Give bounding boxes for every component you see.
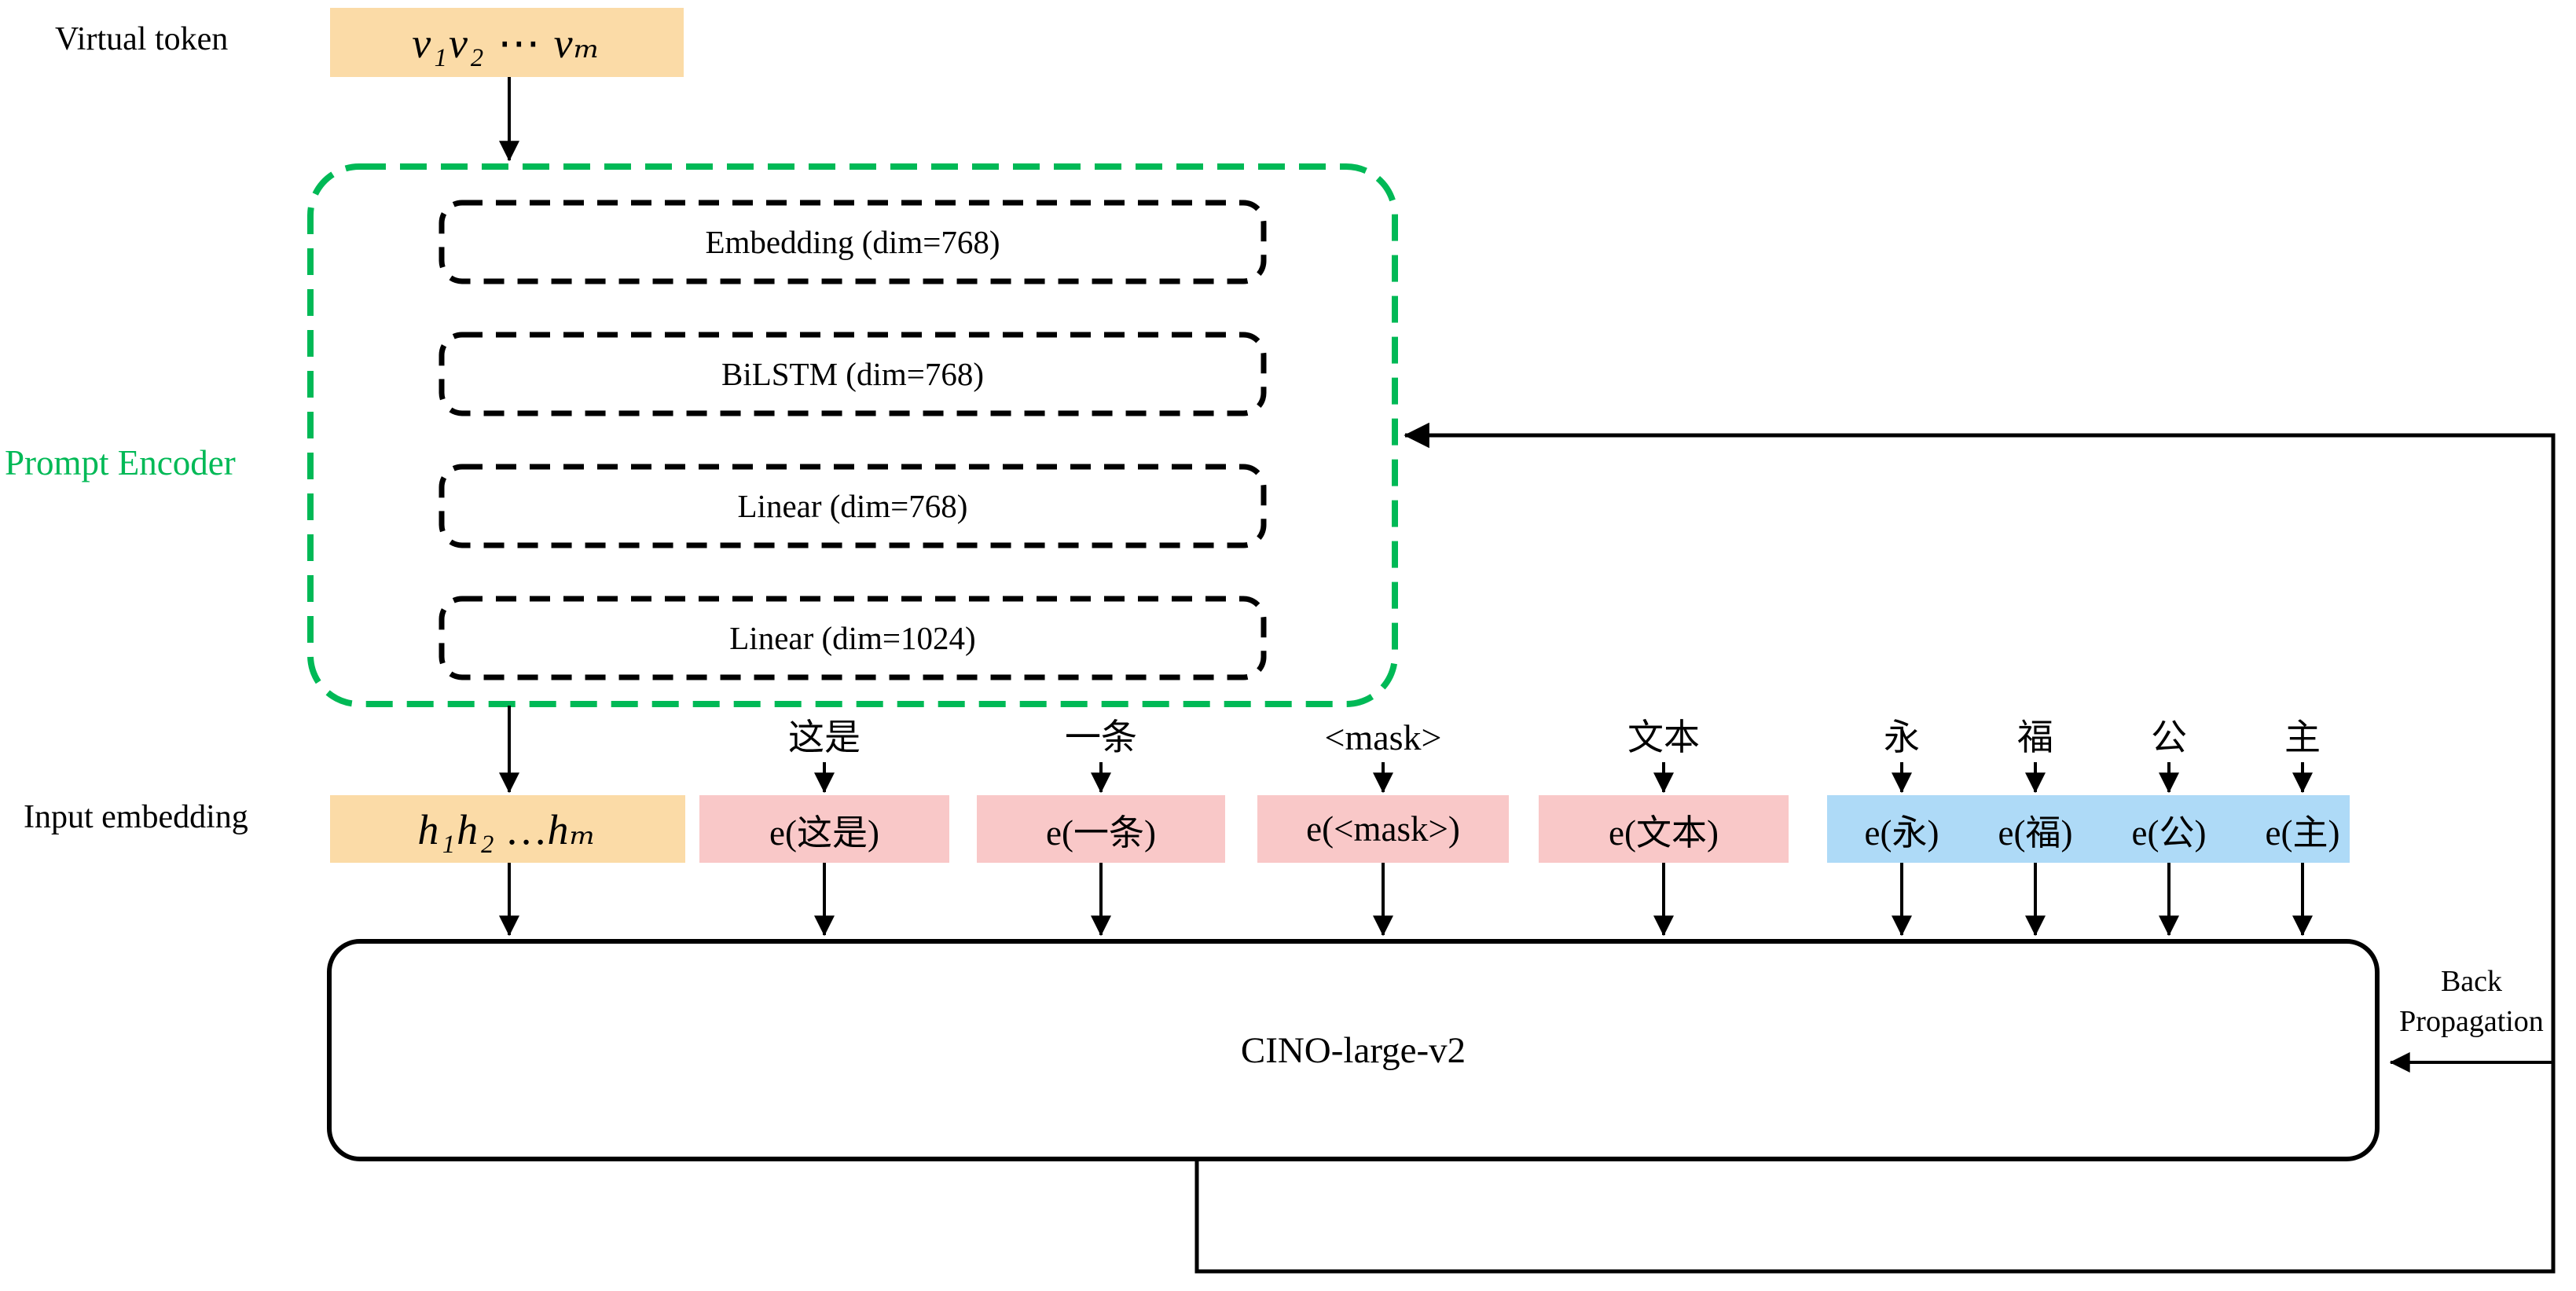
prompt-encoder-title: Prompt Encoder [5,443,236,482]
token-embedding-box-1: e(这是) [699,795,949,863]
bilstm-layer-label: BiLSTM (dim=768) [721,356,985,392]
token-embedding-box-3: e(<mask>) [1257,795,1509,863]
label-embedding-2: e(福) [1998,812,2073,853]
back-propagation-label: Back Propagation [2399,965,2544,1039]
virtual-token-box: v₁v₂ ⋯ vₘ [330,8,684,77]
token-embedding-box-2: e(一条) [977,795,1225,863]
token-label-4: 文本 [1627,717,1700,757]
embedding-layer-label: Embedding (dim=768) [705,224,1000,260]
label-embedding-4: e(主) [2265,812,2340,853]
hidden-embedding-box: h₁h₂ …hₘ [330,795,685,863]
token-embedding-box-4: e(文本) [1539,795,1789,863]
label-embedding-3: e(公) [2131,812,2207,853]
token-label-1: 这是 [788,717,861,757]
label-embedding-box [1827,795,2350,863]
label-token-1: 永 [1884,717,1920,757]
label-embedding-1: e(永) [1864,812,1939,853]
label-token-2: 福 [2017,717,2053,757]
input-embedding-label: Input embedding [24,799,248,835]
label-token-3: 公 [2151,717,2187,757]
token-label-3: <mask> [1324,717,1442,757]
model-box: CINO-large-v2 [327,939,2380,1161]
label-token-4: 主 [2284,717,2321,757]
model-name: CINO-large-v2 [1240,1029,1466,1071]
virtual-token-label: Virtual token [55,21,229,57]
token-label-2: 一条 [1065,717,1137,757]
linear1024-layer-label: Linear (dim=1024) [729,620,976,656]
linear768-layer-label: Linear (dim=768) [737,488,968,524]
